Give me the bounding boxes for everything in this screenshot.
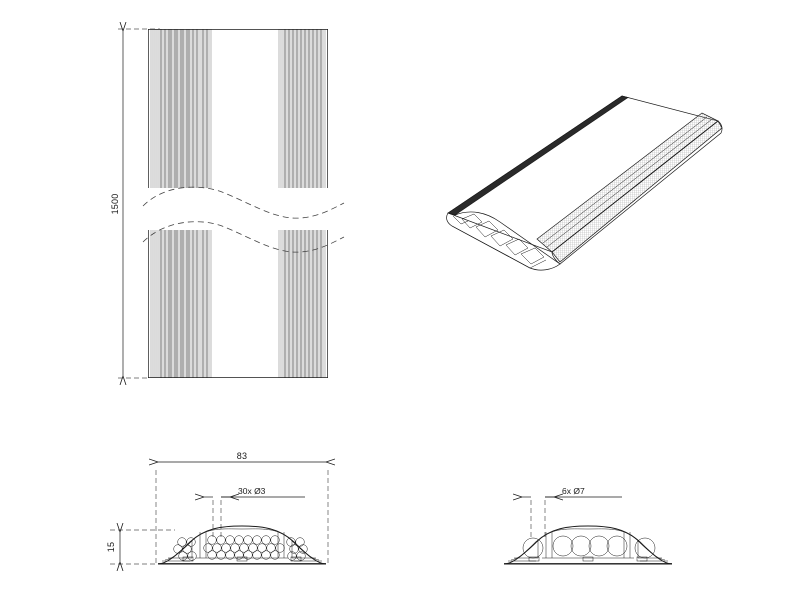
section-view-large-holes: 6x Ø7 bbox=[503, 486, 673, 565]
section-a-cable-bundle-right bbox=[286, 537, 308, 561]
section-b-gusset-left bbox=[514, 540, 539, 559]
elevation-view: 1500 bbox=[110, 29, 345, 379]
iso-end-chambers bbox=[452, 213, 547, 269]
section-b-inner-wall bbox=[510, 528, 666, 561]
iso-rib-lines bbox=[542, 116, 712, 248]
small-holes-callout: 30x Ø3 bbox=[238, 486, 266, 496]
section-b-foot-left bbox=[528, 556, 540, 562]
section-a-cable-bundle-left bbox=[173, 537, 197, 561]
elevation-top-segment bbox=[148, 29, 328, 188]
section-a-gusset-left bbox=[168, 540, 193, 559]
width-dimension-label: 83 bbox=[237, 451, 247, 461]
elevation-bottom-segment bbox=[148, 230, 328, 379]
break-line-upper bbox=[142, 186, 345, 219]
iso-textured-face-edge bbox=[551, 120, 723, 263]
break-line-lower bbox=[142, 221, 345, 253]
section-b-gusset-right bbox=[637, 540, 662, 559]
section-b-foot-mid bbox=[582, 556, 594, 562]
section-b-foot-right bbox=[636, 556, 648, 562]
length-dimension-label: 1500 bbox=[110, 194, 120, 215]
iso-right-roll-edge bbox=[551, 120, 723, 265]
section-a-cable-bundle-center bbox=[203, 535, 285, 560]
section-b-cable-bundle-center bbox=[552, 535, 628, 557]
section-view-small-holes: 83 15 30x Ø3 bbox=[106, 451, 328, 566]
iso-end-face bbox=[446, 211, 561, 271]
section-b-cable-left bbox=[522, 537, 544, 559]
section-a-inner-wall bbox=[164, 528, 320, 561]
section-a-foot-mid bbox=[236, 556, 248, 562]
iso-textured-face bbox=[536, 112, 719, 253]
height-dimension-label: 15 bbox=[106, 542, 116, 552]
iso-bottom-edge bbox=[451, 225, 531, 269]
isometric-view bbox=[446, 95, 723, 271]
section-b-cable-right bbox=[634, 537, 656, 559]
large-holes-callout: 6x Ø7 bbox=[562, 486, 585, 496]
